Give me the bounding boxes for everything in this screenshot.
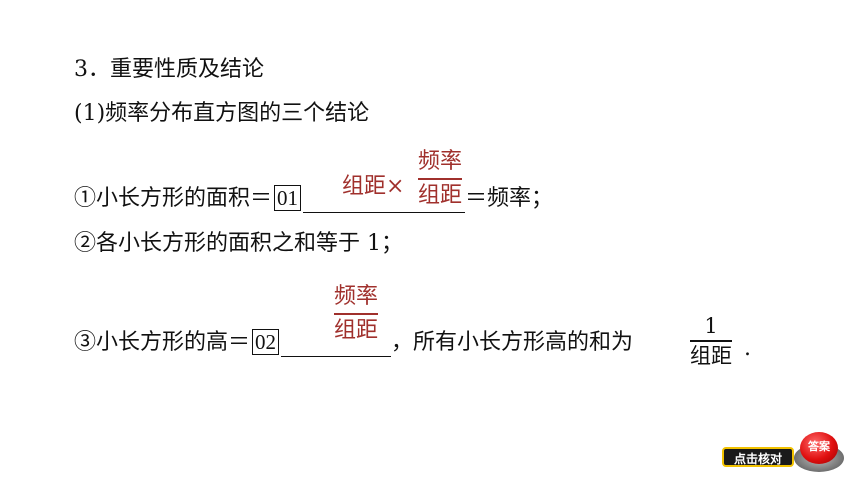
conclusion-1-suffix: ＝频率； xyxy=(465,186,554,211)
subsection-heading: (1)频率分布直方图的三个结论 xyxy=(74,101,370,126)
answer-3-numerator: 频率 xyxy=(334,284,379,309)
answer-button-label: 答案 xyxy=(800,432,838,464)
height-sum-fraction: 1 组距 xyxy=(690,314,732,368)
answer-1-fraction: 频率 组距 xyxy=(418,148,463,210)
height-sum-denominator: 组距 xyxy=(690,343,732,368)
blank-number-01: 01 xyxy=(274,185,302,211)
section-heading: 3．重要性质及结论 xyxy=(74,57,264,82)
answer-1-numerator: 频率 xyxy=(418,149,463,174)
conclusion-1-prefix: ①小长方形的面积＝ xyxy=(74,186,273,211)
fraction-bar xyxy=(690,340,732,342)
answer-blank-1 xyxy=(303,190,466,213)
answer-3-denominator: 组距 xyxy=(334,317,379,343)
conclusion-1: ①小长方形的面积＝01 ＝频率； xyxy=(74,185,553,213)
answer-1-lead: 组距× xyxy=(342,174,405,199)
answer-blank-3 xyxy=(281,334,392,357)
conclusion-3: ③小长方形的高＝02 ，所有小长方形高的和为 xyxy=(74,329,633,357)
fraction-bar xyxy=(334,313,379,315)
blank-number-02: 02 xyxy=(252,329,280,355)
conclusion-3-end: . xyxy=(744,336,751,361)
answer-1-denominator: 组距 xyxy=(418,182,463,208)
conclusion-3-middle: ，所有小长方形高的和为 xyxy=(391,330,634,355)
answer-button[interactable]: 答案 xyxy=(794,430,844,474)
fraction-bar xyxy=(418,178,463,180)
check-answer-button[interactable]: 点击核对 xyxy=(722,447,794,467)
height-sum-numerator: 1 xyxy=(704,314,718,338)
conclusion-2: ②各小长方形的面积之和等于 1； xyxy=(74,231,403,256)
answer-3-fraction: 频率 组距 xyxy=(334,283,379,345)
conclusion-3-prefix: ③小长方形的高＝ xyxy=(74,330,251,355)
